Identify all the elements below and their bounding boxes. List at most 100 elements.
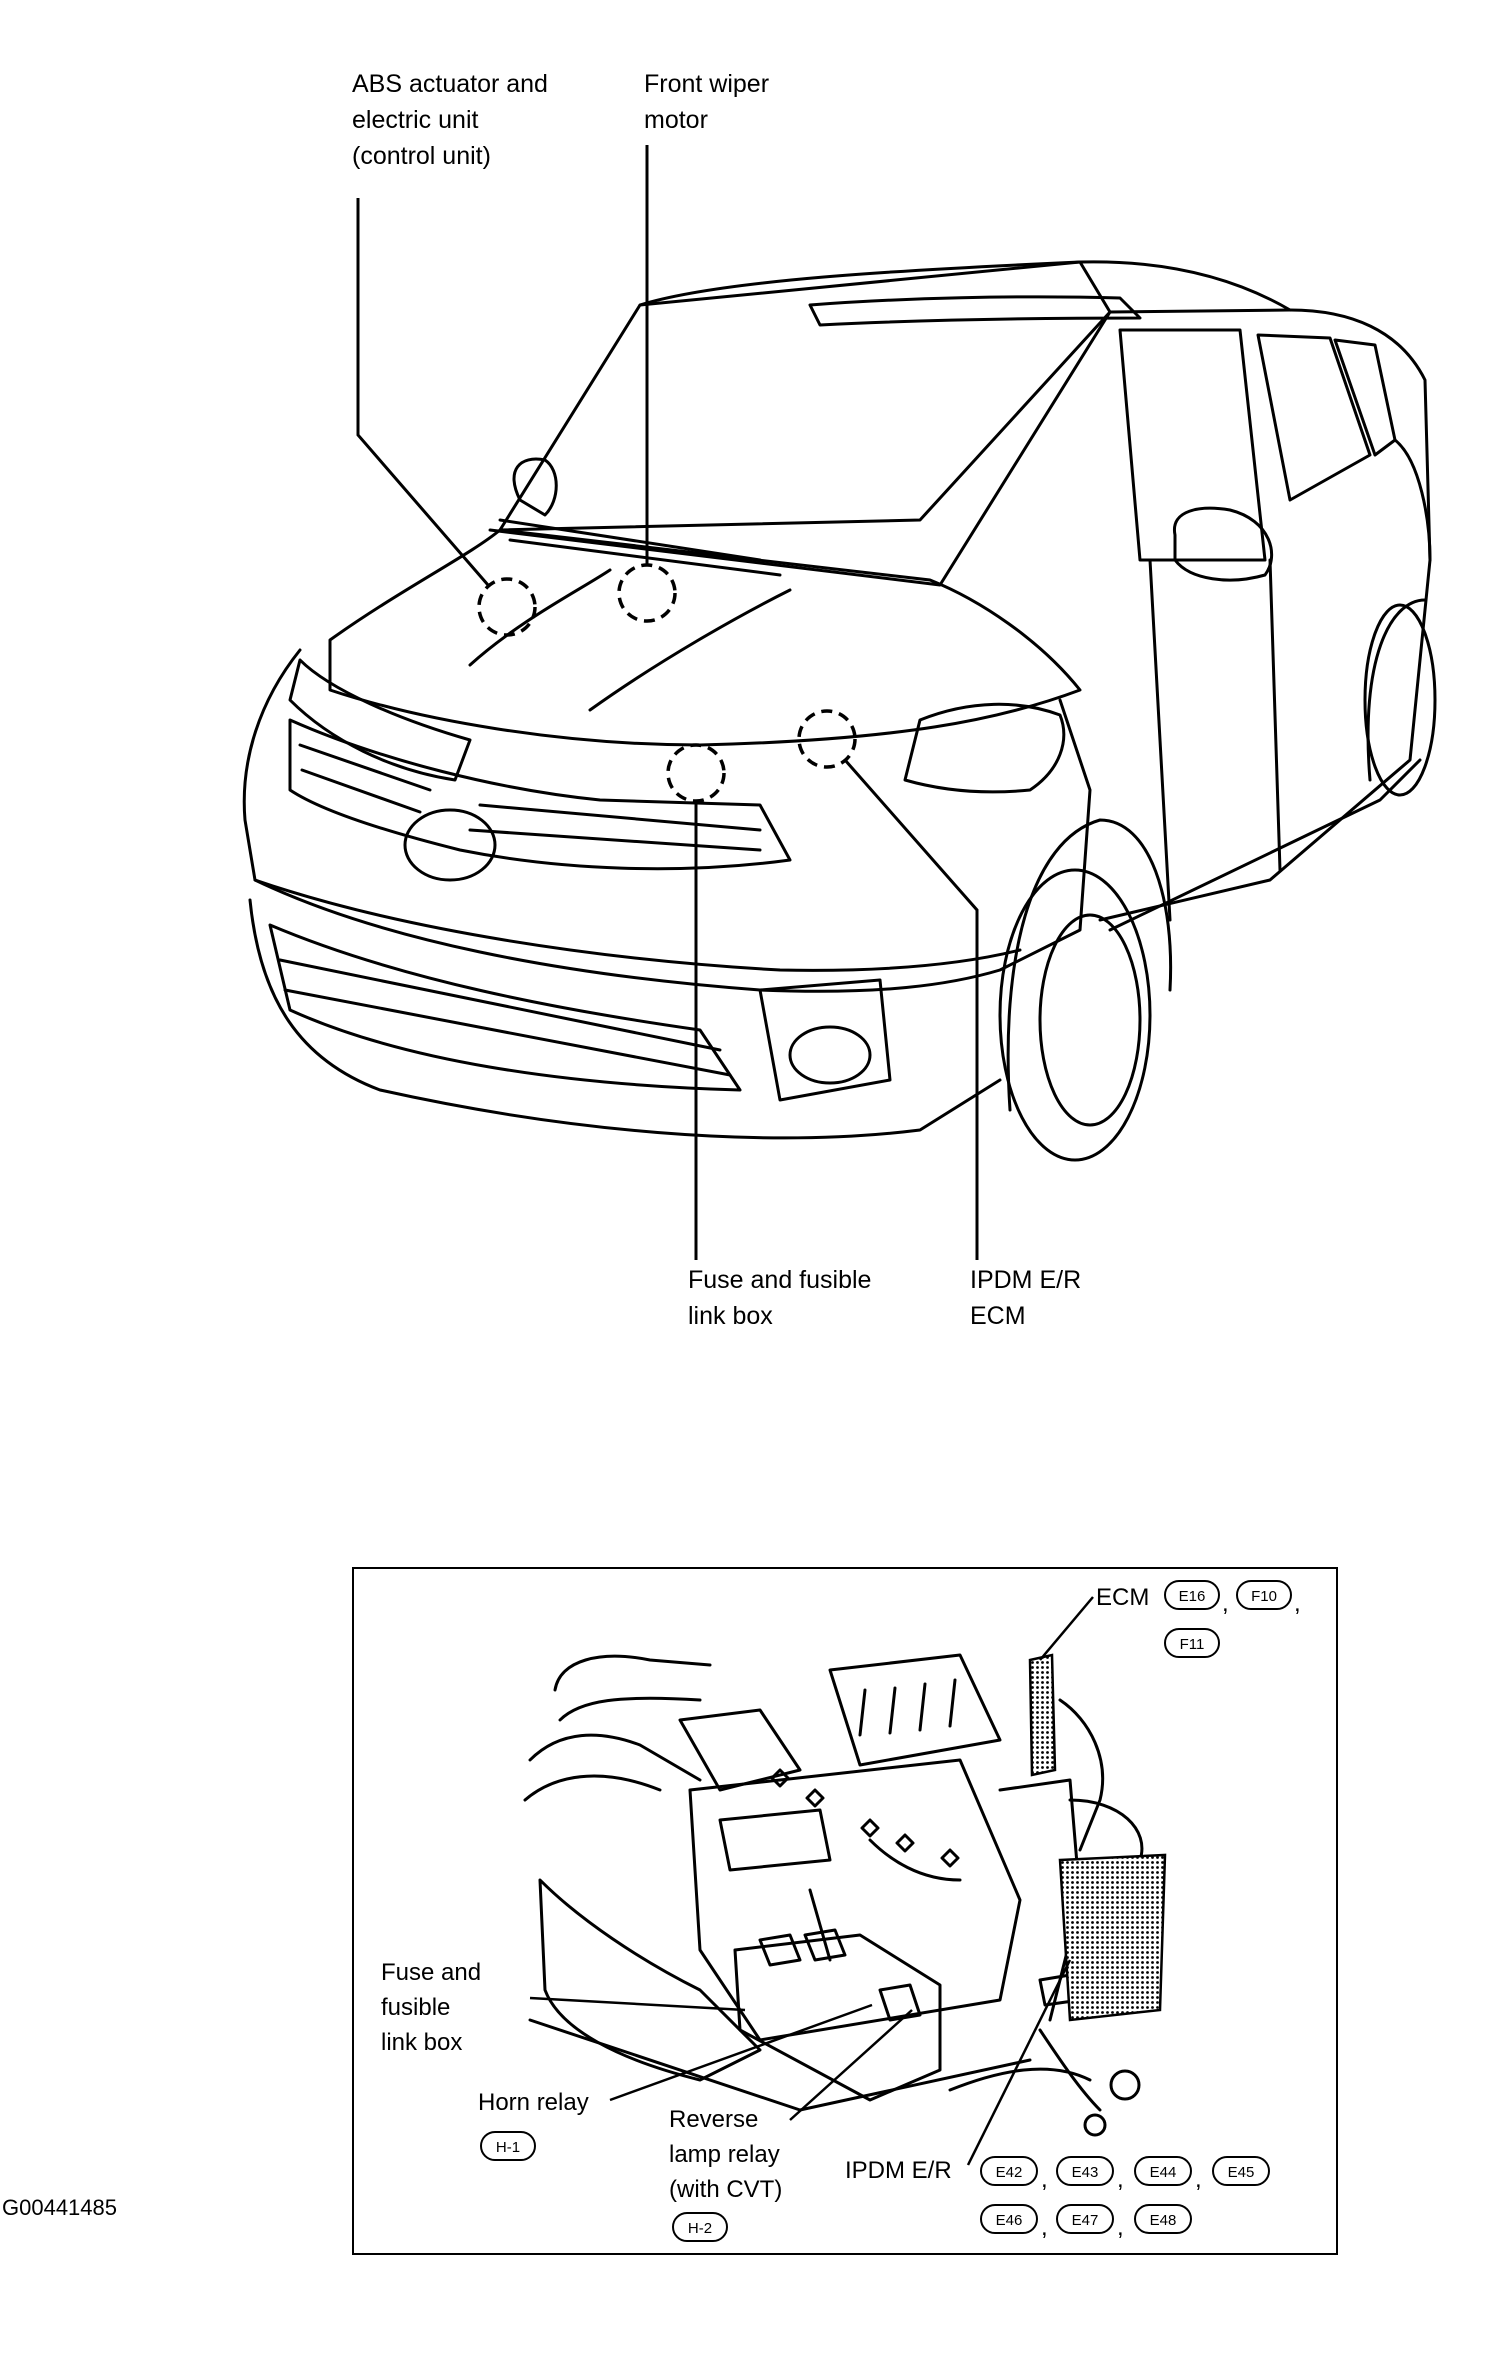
separator: , [1117,2166,1124,2193]
wiper-arm [498,518,782,577]
wheel-arch [1006,818,1173,1112]
grille-slats [298,743,762,852]
front-wheel-inner [1038,913,1142,1127]
separator: , [1294,1590,1301,1617]
door-line [1148,558,1282,922]
ecm-leader [1039,1596,1094,1661]
fog-lamp [788,1025,872,1085]
connector-e46: E46 [980,2204,1038,2234]
fuse-box-leader [529,1996,746,2012]
right-hose [1058,1698,1105,1852]
fog-lamp-bezel [758,978,892,1102]
bolt-4 [895,1833,915,1853]
sunroof [808,295,1142,327]
bolt-2 [805,1788,825,1808]
ipdm-location-marker [797,709,857,769]
hose-upper-2 [558,1696,702,1722]
upper-grille [288,718,792,871]
body-side [1098,308,1432,922]
windshield [498,260,1112,532]
bumper-line [253,878,1022,972]
engine-cover [688,1758,1022,2042]
bolt-3 [860,1818,880,1838]
mirror-right [1173,506,1274,582]
mount-bolt [1083,2113,1107,2137]
ipdm-leader [843,759,979,1260]
horn-relay-label: Horn relay [478,2089,589,2116]
hood-crease-left [468,568,612,667]
front-spoiler [248,898,1002,1140]
reverse-leader [789,2009,913,2121]
fender-edge [528,2018,1032,2112]
bolt-1 [770,1768,790,1788]
connector-e47: E47 [1056,2204,1114,2234]
hose-left [528,1733,702,1782]
ecm-panel [1028,1653,1057,1777]
connector-f10: F10 [1236,1580,1292,1610]
engine-cover-line [808,1838,962,1962]
abs-leader [356,198,490,586]
connector-h2: H-2 [672,2212,728,2242]
front-wheel [998,868,1152,1162]
reverse-lamp-relay-label: Reverse lamp relay (with CVT) [669,2106,783,2203]
relay-block [878,1983,922,2022]
fuse-box-lid [758,1928,847,1967]
inset-fuse-label: Fuse and fusible link box [381,1959,482,2056]
fuse-callout-label: Fuse and fusible link box [688,1266,872,1330]
abs-location-marker [477,577,537,637]
hose-left-2 [523,1774,662,1802]
car-roof [638,260,1292,312]
front-side-window [1118,328,1267,562]
connector-e43: E43 [1056,2156,1114,2186]
abs-callout-label: ABS actuator and electric unit (control … [352,70,548,170]
fender-left [538,1878,762,2082]
engine-bay-inset-frame [352,1567,1338,2255]
rear-side-window [1256,333,1372,502]
separator: , [1041,2166,1048,2193]
fuse-box-body [733,1933,942,2102]
rocker [1108,758,1422,932]
lower-pipe-2 [1038,2028,1102,2112]
engine-cover-detail [718,1808,832,1872]
ecm-label: ECM [1096,1584,1150,1611]
connector-h1: H-1 [480,2131,536,2161]
hose-upper [553,1654,712,1692]
connector-e48: E48 [1134,2204,1192,2234]
nissan-badge [403,808,497,882]
connector-e45: E45 [1212,2156,1270,2186]
connector-e42: E42 [980,2156,1038,2186]
bolt-5 [940,1848,960,1868]
separator: , [1117,2214,1124,2241]
horn-leader [609,2003,873,2102]
intake-slats [278,958,732,1077]
hood-crease-right [588,588,792,712]
connector-f11: F11 [1164,1628,1220,1658]
separator: , [1222,1590,1229,1617]
intake-body [678,1708,802,1792]
figure-id: G00441485 [2,2195,117,2220]
rear-wheel [1363,603,1437,797]
air-box-ribs [858,1678,957,1737]
rear-wheel-arch [1366,598,1427,782]
separator: , [1195,2166,1202,2193]
ipdm-panel [1058,1853,1167,2022]
round-bolt [1109,2069,1141,2101]
lower-intake [268,923,742,1092]
separator: , [1041,2214,1048,2241]
air-box [828,1653,1002,1767]
rear-pillar [1393,438,1432,562]
ipdm-leader-line [966,1959,1072,2166]
mirror-left [512,457,558,517]
hood [328,528,1082,747]
ipdm-callout-label: IPDM E/R ECM [970,1266,1082,1330]
headlamp-right [903,702,1066,794]
front-fascia [242,648,1092,993]
car-line-drawing [242,145,1437,1260]
lower-pipe [948,2067,1092,2092]
connector-e16: E16 [1164,1580,1220,1610]
connector-e44: E44 [1134,2156,1192,2186]
wiper-callout-label: Front wiper motor [644,70,770,134]
ipdm-inset-label: IPDM E/R [845,2157,952,2184]
headlamp-left [288,658,472,782]
